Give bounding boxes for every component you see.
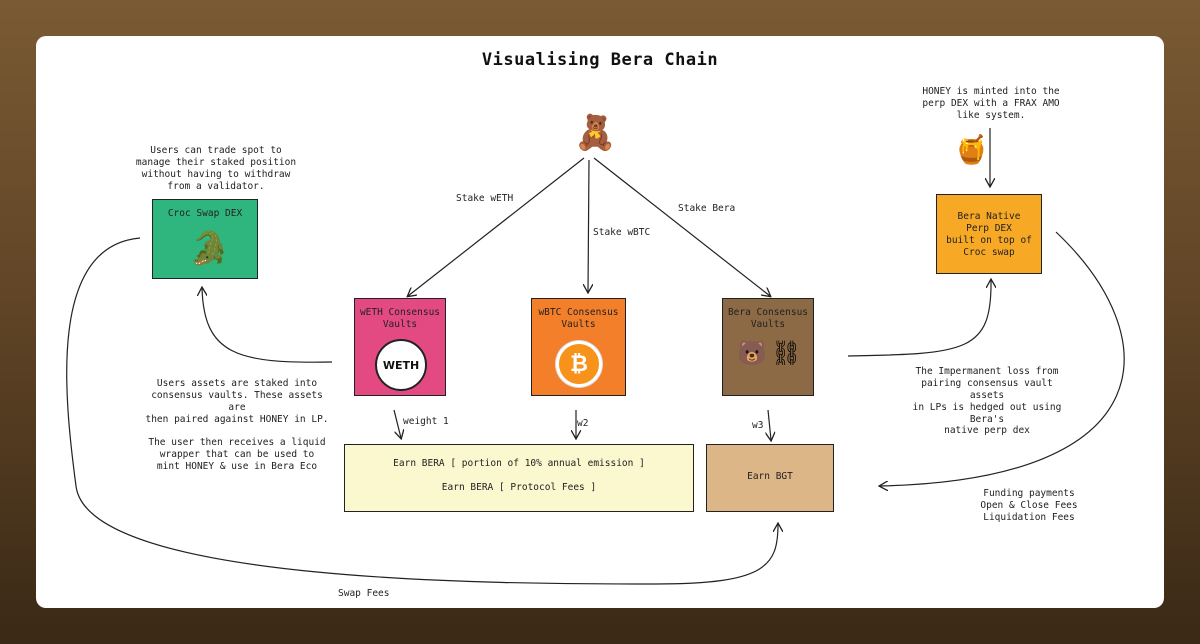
bear-icon: 🧸 — [574, 113, 617, 153]
chain-icon: ⛓ — [771, 339, 802, 367]
earn-bgt-box: Earn BGT — [706, 444, 834, 512]
perp-dex-label: Bera Native Perp DEX built on top of Cro… — [946, 211, 1032, 258]
arrow-stake-wbtc — [588, 159, 589, 292]
earn-bera-box: Earn BERA [ portion of 10% annual emissi… — [344, 444, 694, 512]
croc-swap-dex-label: Croc Swap DEX — [167, 208, 243, 219]
arrow-w3 — [768, 409, 771, 440]
label-stake-bera: Stake Bera — [678, 203, 736, 214]
bitcoin-logo-icon: ₿ — [556, 341, 602, 387]
bera-vault-label: Bera Consensus Vaults — [727, 307, 809, 330]
label-w3: w3 — [752, 420, 764, 431]
note-fees: Funding payments Open & Close Fees Liqui… — [980, 488, 1078, 523]
label-stake-wbtc: Stake wBTC — [593, 227, 651, 238]
bera-vault-box: Bera Consensus Vaults 🐻 ⛓ — [722, 298, 814, 396]
diagram-connectors — [66, 128, 1125, 585]
wbtc-vault-label: wBTC Consensus Vaults — [538, 307, 619, 330]
honeycomb-icon: 🍯 — [954, 133, 989, 166]
arrow-to-croc — [202, 288, 333, 363]
weth-logo-icon: WETH — [375, 339, 427, 391]
note-lp: Users assets are staked into consensus v… — [145, 378, 329, 473]
arrow-stake-weth — [408, 157, 585, 296]
page-title: Visualising Bera Chain — [481, 50, 719, 70]
wbtc-vault-box: wBTC Consensus Vaults ₿ — [531, 298, 626, 396]
label-stake-weth: Stake wETH — [456, 193, 514, 204]
arrow-funding-fees — [880, 231, 1125, 486]
label-weight1: weight 1 — [403, 416, 449, 427]
croc-swap-dex-box: Croc Swap DEX 🐊 — [152, 199, 258, 279]
diagram-canvas: Visualising Bera Chain 🧸 Stake wETH Stak… — [36, 36, 1164, 608]
crocodile-icon: 🐊 — [189, 229, 229, 267]
bear-face-icon: 🐻 — [737, 339, 767, 367]
note-honey: HONEY is minted into the perp DEX with a… — [922, 86, 1060, 121]
earn-bera-label: Earn BERA [ portion of 10% annual emissi… — [393, 458, 645, 493]
note-impermanent-loss: The Impermanent loss from pairing consen… — [912, 366, 1062, 437]
note-croc: Users can trade spot to manage their sta… — [135, 145, 297, 192]
weth-vault-label: wETH Consensus Vaults — [359, 307, 441, 330]
arrow-stake-bera — [593, 157, 770, 296]
arrow-to-perp — [847, 280, 991, 357]
label-w2: w2 — [577, 418, 589, 429]
arrow-swap-fees — [66, 237, 778, 585]
perp-dex-box: Bera Native Perp DEX built on top of Cro… — [936, 194, 1042, 274]
weth-vault-box: wETH Consensus Vaults WETH — [354, 298, 446, 396]
arrow-weight1 — [393, 409, 401, 438]
label-swap-fees: Swap Fees — [338, 588, 390, 599]
earn-bgt-label: Earn BGT — [747, 471, 793, 482]
